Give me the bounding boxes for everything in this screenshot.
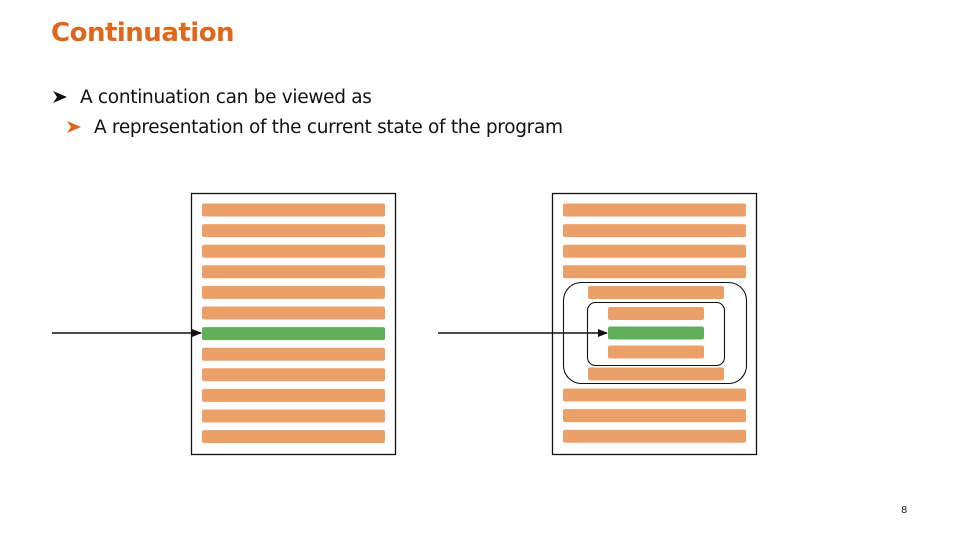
slide-title: Continuation [51,18,235,48]
code-line [202,224,385,238]
code-line [202,203,385,217]
current-statement-line [608,326,704,340]
current-statement-line [202,327,385,341]
code-line [563,429,746,443]
right-program [551,192,758,456]
code-line [202,409,385,423]
page-number: 8 [901,505,908,516]
code-line [202,285,385,299]
left-program-lines [202,203,385,444]
arrowhead-bullet-icon [53,91,67,103]
code-line [202,347,385,361]
inner-block-scope [586,301,726,367]
code-line [202,388,385,402]
code-line [202,306,385,320]
bullet-level-2: A representation of the current state of… [66,117,563,138]
right-program-lines [563,203,746,443]
code-line [202,265,385,279]
arrowhead-bullet-icon [67,121,81,133]
code-line [563,409,746,423]
code-line [202,368,385,382]
left-program [190,192,397,456]
code-line [563,224,746,238]
code-line [202,430,385,444]
code-line [563,265,746,279]
bullet-text: A representation of the current state of… [94,117,563,138]
code-line [588,286,724,299]
code-line [563,244,746,258]
code-line [608,345,704,359]
code-line [563,203,746,217]
bullet-text: A continuation can be viewed as [80,87,372,108]
bullet-level-1: A continuation can be viewed as [52,87,372,108]
code-line [608,307,704,320]
code-line [588,367,724,381]
code-line [563,388,746,402]
code-line [202,244,385,258]
